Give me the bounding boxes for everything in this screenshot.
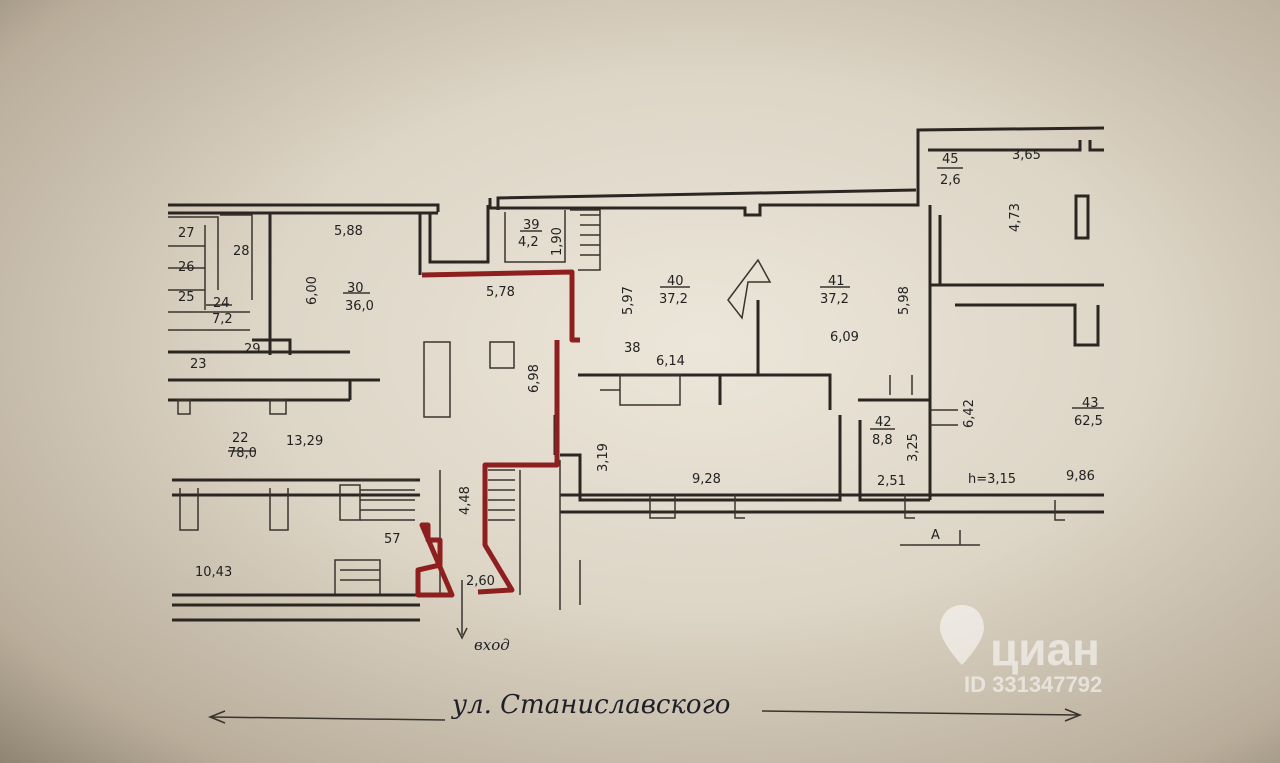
dim-3-19: 3,19 [596, 443, 611, 472]
room-number-27: 27 [178, 226, 195, 241]
dim-6-98: 6,98 [527, 364, 542, 393]
dim-3-65: 3,65 [1012, 148, 1041, 163]
room-number-24: 24 [213, 296, 230, 311]
dim-5-78: 5,78 [486, 285, 515, 300]
dim-4-73: 4,73 [1008, 203, 1023, 232]
room-number-57: 57 [384, 532, 401, 547]
room-number-26: 26 [178, 260, 195, 275]
room-area-43: 62,5 [1074, 414, 1103, 429]
watermark-id: ID 331347792 [964, 672, 1103, 697]
street-arrow-right [761, 708, 1083, 722]
dim-9-86: 9,86 [1066, 469, 1095, 484]
section-mark: A [931, 528, 940, 543]
cian-pin-icon [940, 605, 984, 665]
dim-9-28: 9,28 [692, 472, 721, 487]
outer-wall-top [168, 126, 1105, 217]
dim-5-98: 5,98 [897, 286, 912, 315]
dim-2-60: 2,60 [466, 574, 495, 589]
dim-6-09: 6,09 [830, 330, 859, 345]
ceiling-height: h=3,15 [968, 472, 1017, 487]
room-number-25: 25 [178, 290, 195, 305]
dim-13-29: 13,29 [286, 434, 324, 449]
room-area-24: 7,2 [212, 312, 233, 327]
room-number-29: 29 [244, 342, 261, 357]
dim-6-14: 6,14 [656, 354, 685, 369]
room-area-45: 2,6 [940, 173, 961, 188]
room-area-30: 36,0 [345, 299, 374, 314]
room-number-39: 39 [523, 218, 540, 233]
dim-1-90: 1,90 [550, 227, 565, 256]
room-number-40: 40 [667, 274, 684, 289]
room-area-41: 37,2 [820, 292, 849, 307]
room-area-42: 8,8 [872, 433, 893, 448]
entrance-arrow [456, 580, 468, 640]
street-label: ул. Станиславского [452, 690, 731, 720]
room-number-42: 42 [875, 415, 892, 430]
dim-4-48: 4,48 [458, 486, 473, 515]
room-number-22: 22 [232, 431, 249, 446]
highlighted-premise-outline [415, 269, 580, 598]
room-number-30: 30 [347, 281, 364, 296]
dim-10-43: 10,43 [195, 565, 233, 580]
dim-6-42: 6,42 [962, 399, 977, 428]
street-arrow-left [207, 710, 446, 724]
room-number-41: 41 [828, 274, 845, 289]
entrance-label: вход [474, 636, 510, 654]
room-number-43: 43 [1082, 396, 1099, 411]
dim-2-51: 2,51 [877, 474, 906, 489]
room-area-40: 37,2 [659, 292, 688, 307]
dim-5-97: 5,97 [621, 286, 636, 315]
watermark-brand: циан [990, 623, 1100, 675]
room-number-23: 23 [190, 357, 207, 372]
room-number-38: 38 [624, 341, 641, 356]
room-area-39: 4,2 [518, 235, 539, 250]
room-area-22: 78,0 [228, 446, 257, 461]
dim-6-00: 6,00 [305, 276, 320, 305]
room-number-28: 28 [233, 244, 250, 259]
room-number-45: 45 [942, 152, 959, 167]
dim-5-88: 5,88 [334, 224, 363, 239]
dim-3-25: 3,25 [906, 433, 921, 462]
